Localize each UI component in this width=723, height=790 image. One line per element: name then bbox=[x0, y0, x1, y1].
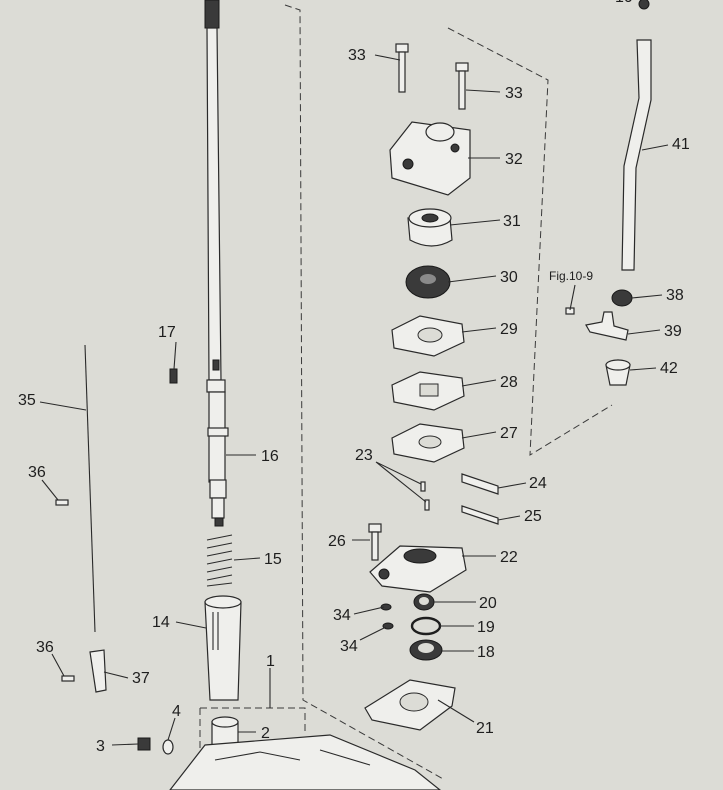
key-24 bbox=[461, 473, 499, 495]
callout-2: 2 bbox=[261, 725, 270, 742]
callout-25: 25 bbox=[524, 508, 542, 525]
pin-36 bbox=[55, 499, 75, 682]
callout-17: 17 bbox=[158, 324, 176, 341]
pin-17 bbox=[169, 368, 178, 384]
lower-housing bbox=[169, 734, 441, 790]
sleeve-14 bbox=[204, 595, 242, 701]
drive-shaft bbox=[204, 0, 229, 527]
callout-14: 14 bbox=[152, 614, 170, 631]
callout-32: 32 bbox=[505, 151, 523, 168]
callout-33-lower: 33 bbox=[505, 85, 523, 102]
callout-36-lower: 36 bbox=[36, 639, 54, 656]
connector-37 bbox=[89, 649, 107, 693]
oil-seal-20 bbox=[413, 593, 435, 611]
callout-3: 3 bbox=[96, 738, 105, 755]
callout-26: 26 bbox=[328, 533, 346, 550]
grommet-42 bbox=[605, 359, 631, 386]
insert-31 bbox=[407, 208, 453, 247]
callout-38: 38 bbox=[666, 287, 684, 304]
key-25 bbox=[461, 505, 499, 525]
callout-29: 29 bbox=[500, 321, 518, 338]
washer-4 bbox=[162, 739, 174, 755]
callout-4: 4 bbox=[172, 703, 181, 720]
bolt-33 bbox=[395, 43, 469, 110]
plate-39 bbox=[585, 311, 629, 341]
bolt-26 bbox=[368, 523, 382, 561]
callout-39: 39 bbox=[664, 323, 682, 340]
callout-34-lower: 34 bbox=[340, 638, 358, 655]
grommet-38 bbox=[611, 289, 633, 307]
callout-42: 42 bbox=[660, 360, 678, 377]
callout-20: 20 bbox=[479, 595, 497, 612]
spring-15 bbox=[206, 534, 233, 587]
callout-35: 35 bbox=[18, 392, 36, 409]
callout-1: 1 bbox=[266, 653, 275, 670]
callout-15: 15 bbox=[264, 551, 282, 568]
gasket-21 bbox=[364, 679, 456, 731]
callout-41: 41 bbox=[672, 136, 690, 153]
callout-31: 31 bbox=[503, 213, 521, 230]
plate-28 bbox=[391, 371, 465, 411]
leader-lines bbox=[39, 54, 669, 746]
callout-18: 18 bbox=[477, 644, 495, 661]
gasket-27 bbox=[391, 423, 465, 463]
pump-base-22 bbox=[369, 545, 467, 593]
callout-33-upper: 33 bbox=[348, 47, 366, 64]
callout-34-upper: 34 bbox=[333, 607, 351, 624]
callout-28: 28 bbox=[500, 374, 518, 391]
callout-24: 24 bbox=[529, 475, 547, 492]
bolt-3 bbox=[137, 737, 151, 751]
washer-34 bbox=[380, 603, 394, 630]
callout-21: 21 bbox=[476, 720, 494, 737]
impeller-30 bbox=[405, 265, 451, 299]
figure-reference: Fig.10-9 bbox=[549, 269, 593, 283]
shift-rod-35 bbox=[84, 344, 96, 633]
callout-10: 10 bbox=[615, 0, 633, 6]
callout-labels: 33 33 32 31 30 29 28 27 23 24 25 26 22 2… bbox=[18, 0, 690, 755]
callout-30: 30 bbox=[500, 269, 518, 286]
callout-16: 16 bbox=[261, 448, 279, 465]
callout-36-upper: 36 bbox=[28, 464, 46, 481]
bearing-18 bbox=[409, 639, 443, 661]
callout-37: 37 bbox=[132, 670, 150, 687]
dowel-pin-23 bbox=[420, 481, 430, 511]
pump-housing-32 bbox=[389, 121, 471, 196]
shift-rod-41 bbox=[621, 0, 652, 271]
callout-23: 23 bbox=[355, 447, 373, 464]
callout-22: 22 bbox=[500, 549, 518, 566]
callout-27: 27 bbox=[500, 425, 518, 442]
gasket-29 bbox=[391, 315, 465, 357]
callout-19: 19 bbox=[477, 619, 495, 636]
